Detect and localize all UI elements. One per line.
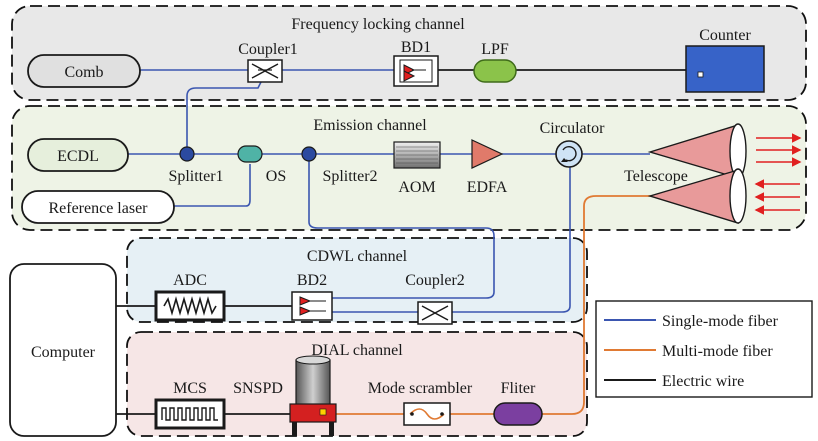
telescope-icon xyxy=(647,123,747,224)
frequency-locking-channel-title: Frequency locking channel xyxy=(291,16,465,33)
counter-box xyxy=(685,45,765,93)
comb-box xyxy=(27,54,141,88)
telescope-label: Telescope xyxy=(624,168,688,185)
legend: Single-mode fiber Multi-mode fiber Elect… xyxy=(595,300,813,398)
legend-electric-label: Electric wire xyxy=(662,373,744,390)
bd2-icon xyxy=(291,291,333,321)
circulator-label: Circulator xyxy=(540,120,606,137)
splitter1-icon xyxy=(179,146,195,162)
counter-indicator-icon xyxy=(697,71,704,78)
snspd-icon xyxy=(289,355,337,436)
counter-label: Counter xyxy=(699,27,751,44)
legend-single-mode-label: Single-mode fiber xyxy=(662,313,779,330)
reference-laser-label: Reference laser xyxy=(48,200,148,217)
comb-label: Comb xyxy=(64,64,103,81)
mcs-icon xyxy=(154,398,226,430)
mode-scrambler-icon xyxy=(403,402,451,426)
os-label: OS xyxy=(266,168,286,185)
computer-box xyxy=(9,263,117,437)
aom-stripes xyxy=(396,146,438,164)
ecdl-label: ECDL xyxy=(57,148,99,165)
splitter1-label: Splitter1 xyxy=(168,168,223,185)
snspd-label: SNSPD xyxy=(233,380,283,397)
bd1-icon xyxy=(393,55,439,87)
splitter2-label: Splitter2 xyxy=(322,168,377,185)
lpf-label: LPF xyxy=(481,41,509,58)
filter-label: Fliter xyxy=(501,380,536,397)
filter-icon xyxy=(493,402,543,426)
electric-wires xyxy=(116,69,686,415)
edfa-label: EDFA xyxy=(467,179,508,196)
laser-beam-arrows xyxy=(754,133,802,215)
dial-channel-box xyxy=(126,331,588,437)
splitter2-icon xyxy=(301,146,317,162)
coupler1-icon xyxy=(247,59,283,83)
bd1-label: BD1 xyxy=(401,39,431,56)
single-mode-fibers xyxy=(128,69,650,313)
coupler2-label: Coupler2 xyxy=(405,272,465,289)
edfa-icon xyxy=(471,139,504,169)
frequency-locking-channel-box xyxy=(11,5,807,101)
os-icon xyxy=(237,145,263,163)
lpf-icon xyxy=(473,59,517,83)
mcs-label: MCS xyxy=(173,380,207,397)
adc-label: ADC xyxy=(173,272,207,289)
aom-label: AOM xyxy=(398,179,435,196)
coupler1-label: Coupler1 xyxy=(238,41,298,58)
emission-channel-title: Emission channel xyxy=(313,117,427,134)
ecdl-box xyxy=(27,138,129,172)
circulator-icon xyxy=(555,140,583,168)
cdwl-channel-box xyxy=(126,237,588,323)
reference-laser-box xyxy=(21,190,175,224)
dial-channel-title: DIAL channel xyxy=(311,342,403,359)
coupler2-icon xyxy=(417,301,453,325)
cdwl-channel-title: CDWL channel xyxy=(307,248,408,265)
mode-scrambler-label: Mode scrambler xyxy=(368,380,473,397)
adc-icon xyxy=(154,290,226,322)
computer-label: Computer xyxy=(31,344,96,361)
bd2-label: BD2 xyxy=(297,272,327,289)
legend-multi-mode-label: Multi-mode fiber xyxy=(662,343,773,360)
